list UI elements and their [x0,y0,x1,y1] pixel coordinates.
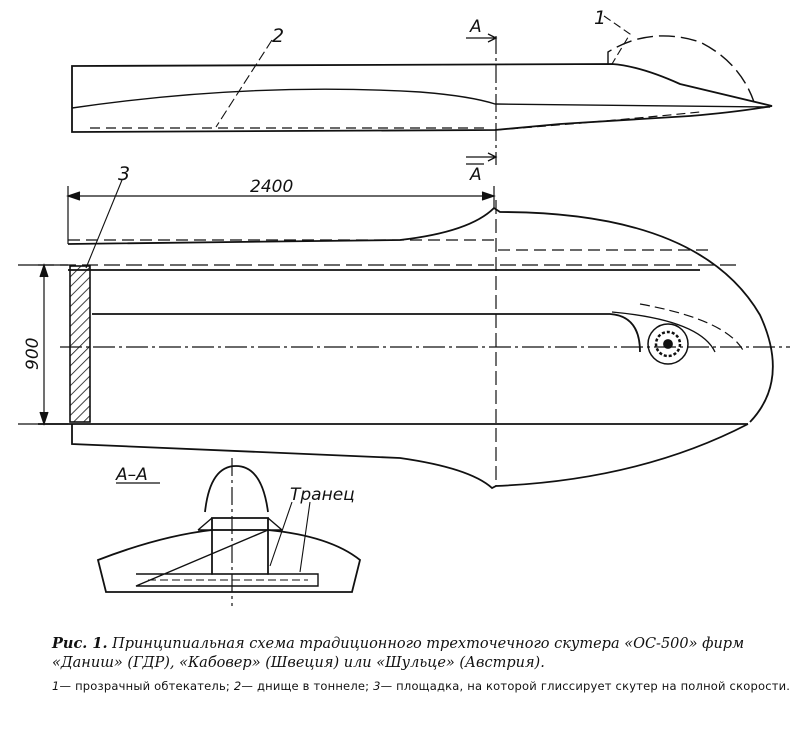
transom-leader [269,501,311,573]
dimension-2400 [66,186,496,244]
plan-view [38,179,790,490]
plan-inner-arc-2 [639,303,745,353]
plan-top-outline [67,206,774,423]
section-arrow-bottom [466,152,498,162]
legend-2-num: 2 [233,679,242,693]
dimension-900-label: 900 [23,338,43,370]
leader-2 [215,39,273,128]
side-view-hull-outline [71,63,773,133]
section-cockpit [211,529,269,575]
transom-label: Транец [290,485,355,505]
dimension-2400-label: 2400 [250,177,293,197]
callout-1-label: 1 [594,7,606,29]
leader-1 [603,15,631,65]
boat-scheme-drawing: 1 2 3 A A 2400 900 A–A Транец [18,7,790,606]
legend-1-text: — прозрачный обтекатель; [59,679,230,693]
section-bevel [197,517,283,531]
caption-title: Рис. 1. Принципиальная схема традиционно… [52,634,804,673]
section-tunnel [135,528,319,587]
leader-3 [85,179,123,269]
propeller-icon [647,323,689,365]
section-a-a [96,458,362,606]
plan-bottom-outline [71,423,749,490]
legend-3-num: 3 [373,679,381,693]
callout-2-label: 2 [272,25,284,47]
callout-3-label: 3 [118,163,130,185]
dimension-900 [18,263,68,426]
section-dome [204,465,269,513]
caption-legend: 1— прозрачный обтекатель; 2— днище в тон… [52,679,804,693]
legend-2-text: — днище в тоннеле; [241,679,370,693]
plan-inner-tunnel [92,313,641,353]
section-mark-bottom-label: A [469,165,482,185]
legend-1-num: 1 [52,679,60,693]
figure-caption: Рис. 1. Принципиальная схема традиционно… [52,634,804,693]
planing-pad-hatched [69,265,91,423]
fairing-outline [607,35,755,103]
plan-inner-arc-1 [611,311,716,353]
caption-title-text: Принципиальная схема традиционного трехт… [52,636,745,671]
legend-3-text: — площадка, на которой глиссирует скутер… [380,679,791,693]
tunnel-bottom-line [71,88,771,109]
section-mark-top-label: A [469,17,482,37]
hull-bottom-curve [494,111,701,131]
side-view [71,15,773,165]
section-hull-outline [96,517,362,593]
section-a-a-title: A–A [115,465,148,485]
section-arrow-top [466,33,498,43]
figure-label: Рис. 1. [52,635,108,652]
